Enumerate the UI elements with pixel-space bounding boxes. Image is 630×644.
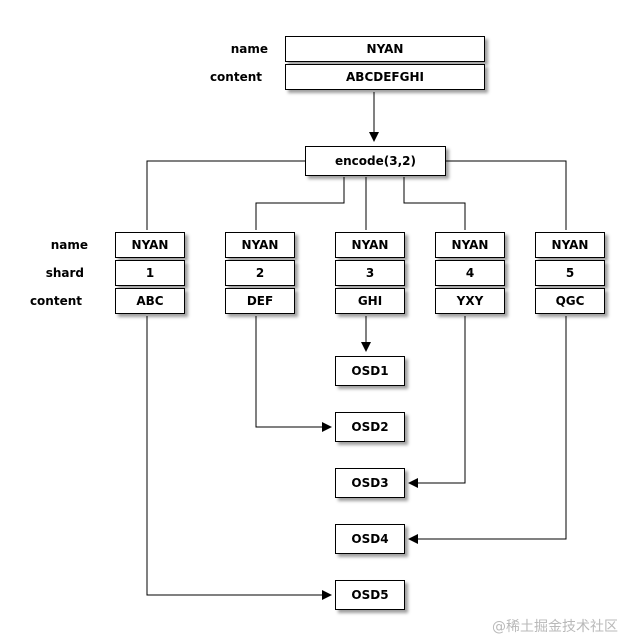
input-content-label: content: [209, 70, 262, 84]
osd-4-box: OSD4: [335, 524, 405, 554]
shard-name-box: NYAN: [115, 232, 185, 258]
osd-5-box: OSD5: [335, 580, 405, 610]
shard-number-box: 4: [435, 260, 505, 286]
arrowhead-osd1: [361, 342, 371, 352]
input-name-label: name: [230, 42, 268, 56]
shard-number-box: 3: [335, 260, 405, 286]
arrowhead-input-encode: [369, 132, 379, 142]
arrowhead-osd2: [322, 422, 332, 432]
arrowhead-osd4: [408, 534, 418, 544]
shard-name-box: NYAN: [225, 232, 295, 258]
shard-row-shard-label: shard: [45, 266, 84, 280]
shard-row-content-label: content: [29, 294, 82, 308]
shard-content-box: ABC: [115, 288, 185, 314]
shard-number-box: 5: [535, 260, 605, 286]
shard-name-box: NYAN: [535, 232, 605, 258]
shard-name-box: NYAN: [335, 232, 405, 258]
osd-2-box: OSD2: [335, 412, 405, 442]
shard-content-box: GHI: [335, 288, 405, 314]
shard-content-box: DEF: [225, 288, 295, 314]
shard-number-box: 2: [225, 260, 295, 286]
encode-box: encode(3,2): [305, 146, 446, 176]
input-content-box: ABCDEFGHI: [285, 64, 485, 90]
arrowhead-osd3: [408, 478, 418, 488]
shard-number-box: 1: [115, 260, 185, 286]
watermark: @稀土掘金技术社区: [492, 619, 618, 635]
osd-1-box: OSD1: [335, 356, 405, 386]
shard-content-box: QGC: [535, 288, 605, 314]
osd-3-box: OSD3: [335, 468, 405, 498]
input-name-box: NYAN: [285, 36, 485, 62]
shard-name-box: NYAN: [435, 232, 505, 258]
shard-content-box: YXY: [435, 288, 505, 314]
arrowhead-osd5: [322, 590, 332, 600]
shard-row-name-label: name: [50, 238, 88, 252]
